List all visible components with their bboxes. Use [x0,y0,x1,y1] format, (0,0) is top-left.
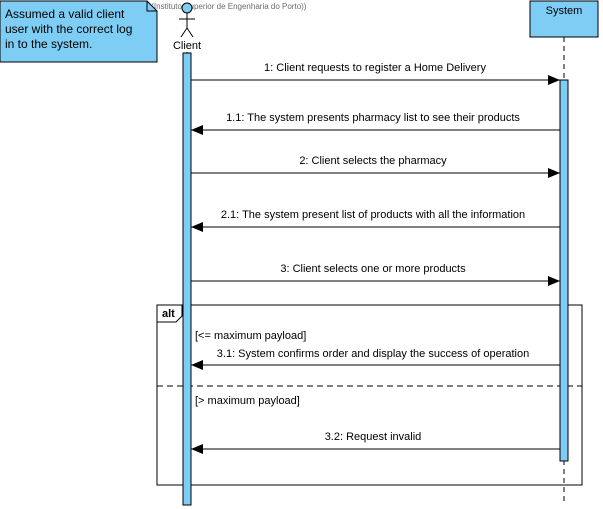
client-actor [179,2,195,38]
system-activation-bar [559,79,569,462]
message-2-label: 2: Client selects the pharmacy [299,155,447,167]
system-lifeline-box [529,0,599,38]
note-line-2: user with the correct log [5,22,132,36]
assumption-note: Assumed a valid client user with the cor… [0,0,158,63]
client-actor-head [181,2,193,14]
note-line-3: in to the system. [5,37,92,51]
alt-fragment-tab [156,304,183,323]
message-3-1: 3.1: System confirms order and display t… [191,348,560,370]
client-activation-bar [182,52,192,506]
message-1-1-label: 1.1: The system presents pharmacy list t… [226,112,520,124]
message-2-1-label: 2.1: The system present list of products… [221,209,525,221]
alt-fragment: alt [<= maximum payload] [> maximum payl… [156,304,583,486]
alt-operator-label: alt [162,308,175,320]
alt-guard-2: [> maximum payload] [195,395,300,407]
system-lifeline-label: System [546,5,583,17]
message-2-1: 2.1: The system present list of products… [191,209,560,232]
watermark-text: Visual Paradigm Standard(Antonio Freitas… [2,2,307,11]
message-3-1-label: 3.1: System confirms order and display t… [217,348,529,360]
message-1: 1: Client requests to register a Home De… [191,62,560,85]
alt-fragment-frame [156,304,583,486]
message-3: 3: Client selects one or more products [191,263,560,286]
message-3-2: 3.2: Request invalid [191,431,560,454]
client-actor-label: Client [173,40,201,52]
alt-guard-1: [<= maximum payload] [195,330,306,342]
message-3-label: 3: Client selects one or more products [280,263,466,275]
message-3-2-label: 3.2: Request invalid [325,431,422,443]
note-line-1: Assumed a valid client [5,7,125,21]
message-1-1: 1.1: The system presents pharmacy list t… [191,112,560,135]
message-1-label: 1: Client requests to register a Home De… [264,62,486,74]
message-2: 2: Client selects the pharmacy [191,155,560,178]
